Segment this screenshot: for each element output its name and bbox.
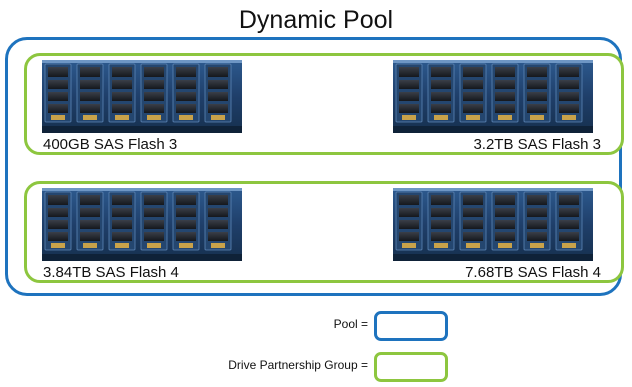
diagram-title: Dynamic Pool	[238, 6, 394, 34]
flash-module-icon	[393, 60, 593, 133]
drive-label: 3.2TB SAS Flash 3	[473, 136, 601, 153]
drive-label: 400GB SAS Flash 3	[43, 136, 178, 153]
legend-group: Drive Partnership Group =	[0, 350, 632, 382]
drive-label: 7.68TB SAS Flash 4	[465, 264, 601, 281]
legend-pool-label: Pool =	[333, 317, 368, 331]
drive-partnership-group-2: 3.84TB SAS Flash 4 7.68TB SAS Flash 4	[24, 181, 624, 283]
dynamic-pool-boundary	[5, 37, 622, 296]
legend-group-label: Drive Partnership Group =	[228, 358, 368, 372]
flash-module-icon	[393, 188, 593, 261]
pool-swatch	[374, 311, 448, 341]
group-swatch	[374, 352, 448, 382]
drive-label: 3.84TB SAS Flash 4	[43, 264, 179, 281]
flash-module-icon	[42, 188, 242, 261]
drive-partnership-group-1: 400GB SAS Flash 3 3.2TB SAS Flash 3	[24, 53, 624, 155]
legend-pool: Pool =	[0, 309, 632, 341]
flash-module-icon	[42, 60, 242, 133]
